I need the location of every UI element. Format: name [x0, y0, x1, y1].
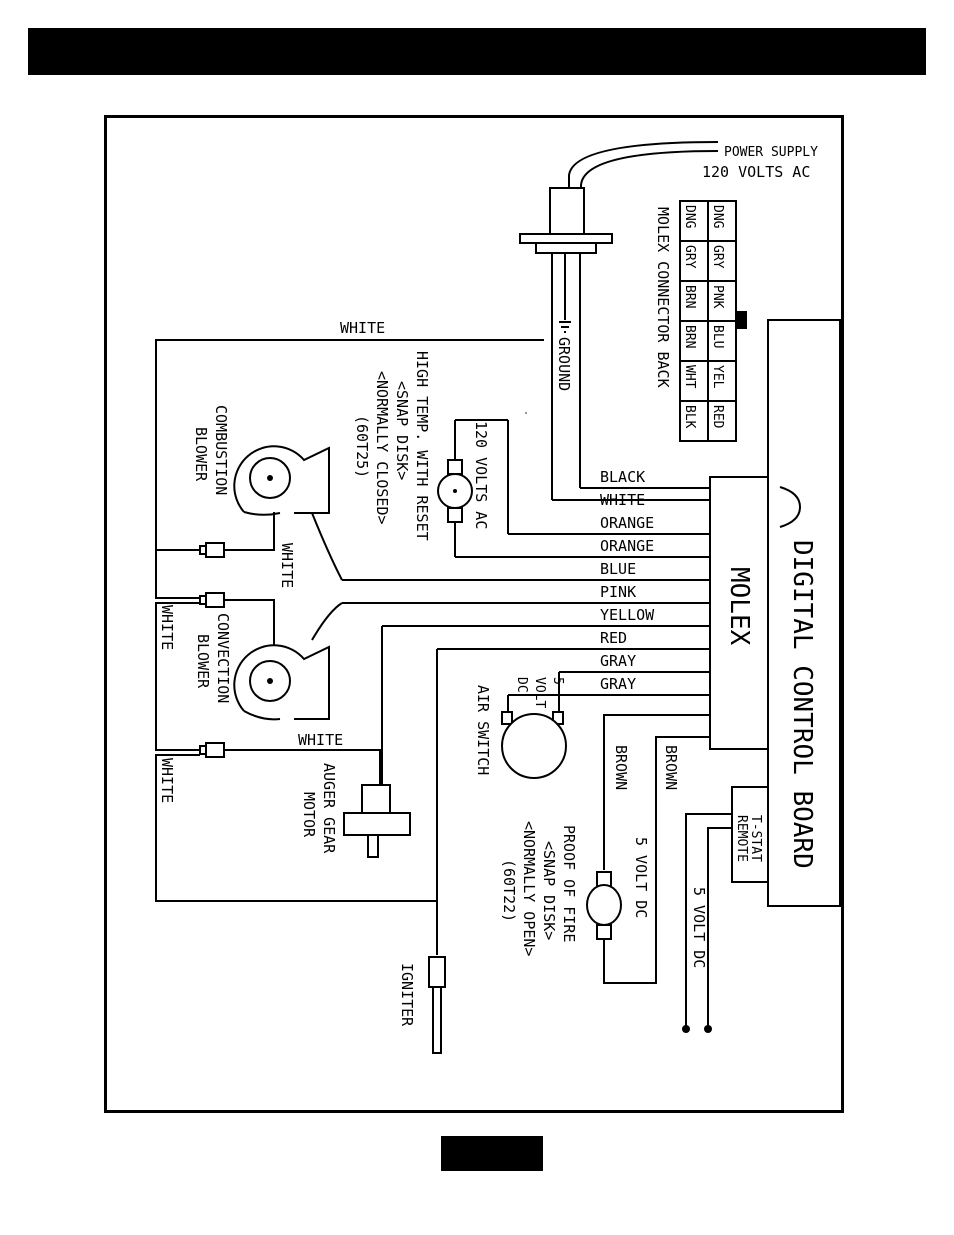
air-switch-volt-label-3: DC — [514, 677, 529, 693]
power-supply-label: POWER SUPPLY — [724, 145, 818, 160]
combustion-blower — [233, 445, 330, 516]
auger-label-1: AUGER GEAR — [320, 763, 338, 854]
wiring-diagram: POWER SUPPLY 120 VOLTS AC GROUND DNG GRY… — [104, 115, 844, 1113]
wire-nut-connector-1 — [199, 542, 225, 558]
wire-label-gray-1: GRAY — [600, 652, 636, 670]
wire-nut-connector-2 — [199, 592, 225, 608]
svg-text:GRY: GRY — [682, 245, 697, 269]
power-plug — [549, 187, 585, 235]
convection-label-1: CONVECTION — [214, 613, 232, 703]
ground-label: GROUND — [555, 337, 573, 391]
svg-text:BRN: BRN — [682, 285, 697, 308]
digital-control-board — [767, 319, 841, 907]
svg-text:DNG: DNG — [710, 205, 725, 229]
svg-text:BRN: BRN — [682, 325, 697, 348]
high-temp-label-2: <SNAP DISK> — [393, 381, 411, 480]
proof-of-fire-label-3: <NORMALLY OPEN> — [520, 821, 538, 956]
combustion-label-2: BLOWER — [192, 427, 210, 482]
igniter — [428, 956, 446, 1054]
combustion-label-1: COMBUSTION — [212, 405, 230, 495]
molex-block — [709, 476, 769, 750]
proof-of-fire-snap-disk — [586, 871, 622, 940]
tstat-label-2: REMOTE — [734, 815, 749, 862]
power-cord — [568, 141, 719, 190]
wire-label-black: BLACK — [600, 468, 645, 486]
proof-of-fire-label-1: PROOF OF FIRE — [560, 825, 578, 942]
molex-label: MOLEX — [724, 567, 754, 646]
wire-label-red: RED — [600, 629, 627, 647]
header-bar — [28, 28, 926, 75]
molex-connector-back-table: DNG GRY PNK BLU YEL RED DNG GRY BRN BRN … — [679, 200, 747, 442]
brown-label-1: BROWN — [612, 745, 630, 790]
power-volts-label: 120 VOLTS AC — [702, 163, 810, 181]
page-tab — [441, 1136, 543, 1171]
molex-connector-back-label: MOLEX CONNECTOR BACK — [654, 207, 672, 388]
svg-text:BLK: BLK — [682, 405, 697, 429]
wire-label-orange-2: ORANGE — [600, 537, 654, 555]
convection-label-2: BLOWER — [194, 634, 212, 689]
tstat-label-1: T-STAT — [748, 815, 763, 862]
wire-label-gray-2: GRAY — [600, 675, 636, 693]
tstat-remote-box — [731, 786, 769, 883]
svg-text:YEL: YEL — [710, 365, 725, 389]
svg-text:PNK: PNK — [710, 285, 725, 309]
auger-label-2: MOTOR — [300, 792, 318, 838]
svg-text:DNG: DNG — [682, 205, 697, 229]
air-switch-volt-label-1: 5 — [550, 677, 565, 685]
svg-text:WHT: WHT — [682, 365, 697, 389]
convection-blower — [233, 644, 330, 721]
proof-of-fire-volt-label: 5 VOLT DC — [632, 837, 650, 918]
air-switch-label: AIR SWITCH — [474, 685, 492, 775]
white-mid-label: WHITE — [278, 543, 296, 588]
white-left-label-1: WHITE — [158, 605, 176, 650]
high-temp-snap-disk — [437, 459, 473, 523]
tstat-terminal-1 — [682, 1025, 690, 1033]
svg-text:RED: RED — [710, 405, 725, 429]
auger-gear-motor — [343, 784, 411, 858]
wire-label-yellow: YELLOW — [600, 606, 655, 624]
digital-control-board-label: DIGITAL CONTROL BOARD — [787, 540, 817, 869]
igniter-label: IGNITER — [398, 963, 416, 1027]
svg-text:BLU: BLU — [710, 325, 725, 348]
high-temp-label-3: <NORMALLY CLOSED> — [373, 371, 391, 525]
air-switch — [501, 711, 567, 779]
diagram-frame — [104, 115, 844, 1113]
ground-icon — [559, 321, 571, 333]
high-temp-label-1: HIGH TEMP. WITH RESET — [413, 351, 431, 541]
white-left-label-2: WHITE — [158, 758, 176, 803]
air-switch-volt-label-2: VOLT — [532, 677, 547, 708]
svg-text:GRY: GRY — [710, 245, 725, 269]
brown-label-2: BROWN — [662, 745, 680, 790]
tstat-volt-label: 5 VOLT DC — [690, 887, 708, 968]
high-temp-label-4: (60T25) — [353, 415, 371, 478]
wire-label-orange-1: ORANGE — [600, 514, 654, 532]
high-temp-volts-label: 120 VOLTS AC — [472, 421, 490, 529]
tstat-terminal-2 — [704, 1025, 712, 1033]
wire-nut-connector-3 — [199, 742, 225, 758]
wire-bundle — [342, 487, 710, 696]
white-auger-label: WHITE — [298, 731, 343, 749]
white-top-label: WHITE — [340, 319, 385, 337]
proof-of-fire-label-4: (60T22) — [500, 859, 518, 922]
wire-label-pink: PINK — [600, 583, 636, 601]
wire-label-blue: BLUE — [600, 560, 636, 578]
wire-label-white: WHITE — [600, 491, 645, 509]
proof-of-fire-label-2: <SNAP DISK> — [540, 841, 558, 940]
